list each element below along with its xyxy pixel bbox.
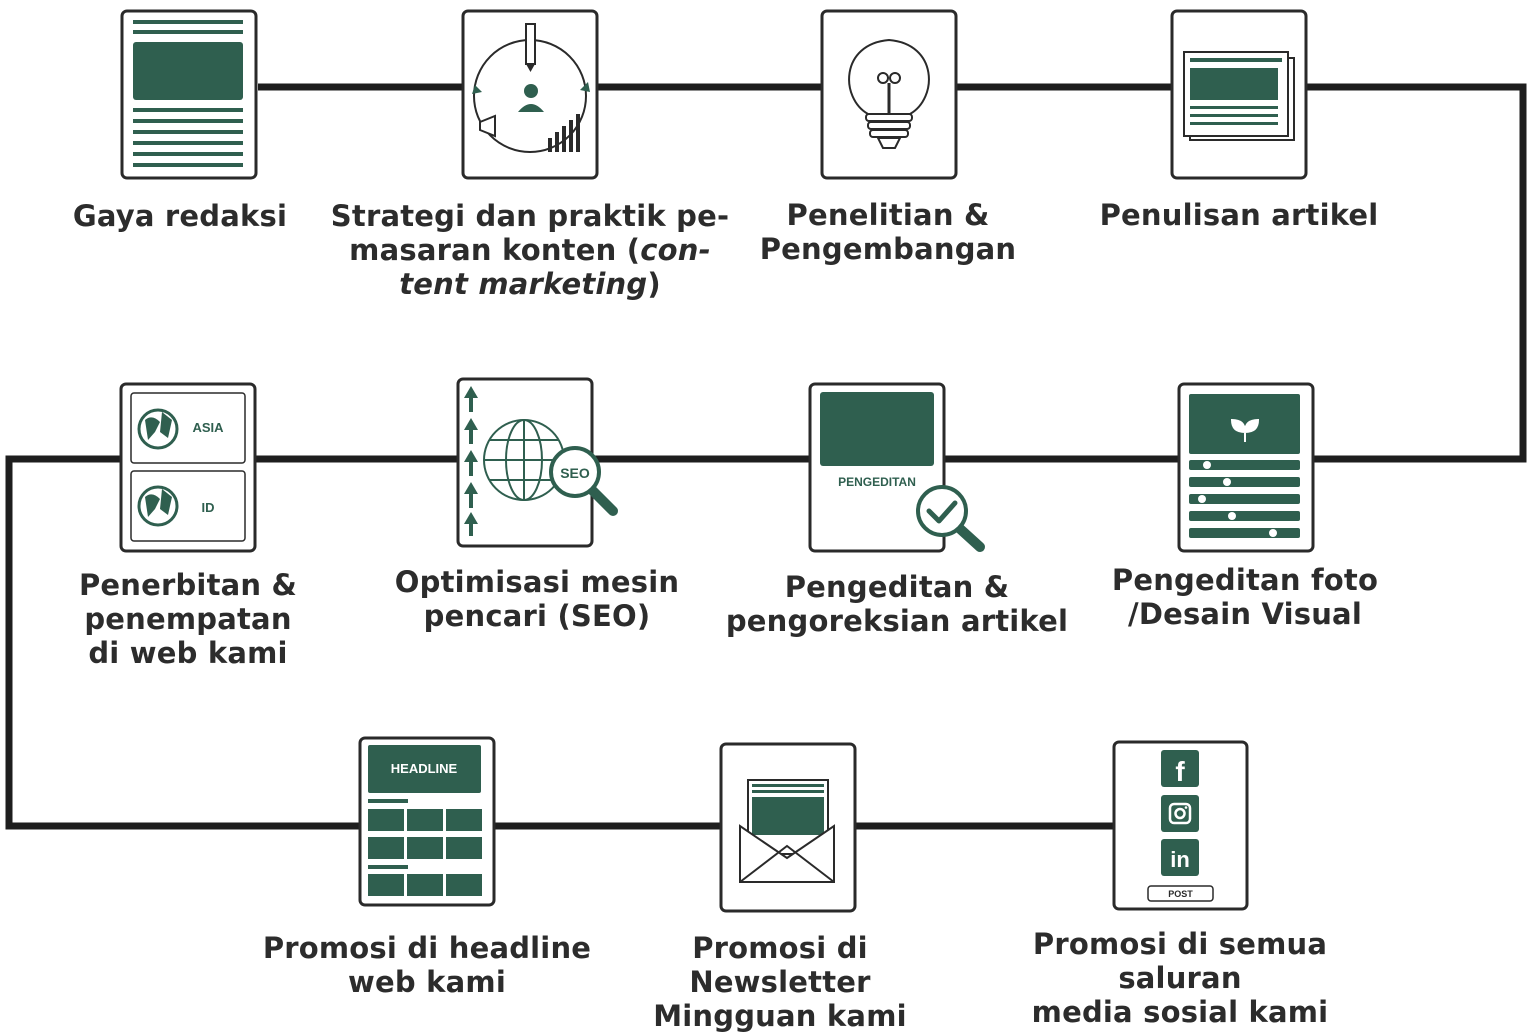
badge-id: ID xyxy=(202,500,215,515)
seo-globe-icon: SEO xyxy=(456,377,618,548)
step-label-promosi-sosial: Promosi di semua saluran media sosial ka… xyxy=(1031,927,1329,1029)
badge-seo: SEO xyxy=(560,465,590,481)
step-label-promosi-newsletter: Promosi di Newsletter Mingguan kami xyxy=(653,931,907,1033)
step-label-promosi-headline: Promosi di headline web kami xyxy=(262,931,592,999)
lightbulb-icon xyxy=(820,9,958,180)
newsletter-envelope-icon xyxy=(719,742,857,913)
instagram-icon xyxy=(1168,802,1192,825)
step-label-seo: Optimisasi mesin pencari (SEO) xyxy=(394,565,680,633)
badge-pengeditan: PENGEDITAN xyxy=(838,475,916,489)
photo-design-icon xyxy=(1177,382,1315,553)
badge-post: POST xyxy=(1168,889,1193,899)
step-label-penelitian: Penelitian & Pengembangan xyxy=(759,198,1017,266)
newspaper-layout-icon xyxy=(120,9,258,180)
badge-asia: ASIA xyxy=(192,420,224,435)
editing-check-icon: PENGEDITAN xyxy=(808,382,985,553)
step-label-penulisan: Penulisan artikel xyxy=(1099,198,1379,232)
headline-grid-icon: HEADLINE xyxy=(358,736,496,907)
step-label-penerbitan: Penerbitan & penempatan di web kami xyxy=(78,568,298,670)
step-label-gaya-redaksi: Gaya redaksi xyxy=(72,199,288,233)
facebook-icon: f xyxy=(1175,756,1185,787)
linkedin-icon: in xyxy=(1170,847,1190,872)
workflow-diagram: ASIA ID SEO PENGEDITAN xyxy=(5,9,1527,913)
connector-line xyxy=(5,83,1527,830)
badge-headline: HEADLINE xyxy=(391,761,458,776)
social-media-icon: f in POST xyxy=(1112,740,1249,911)
article-stack-icon xyxy=(1170,9,1308,180)
step-label-pengeditan-foto: Pengeditan foto /Desain Visual xyxy=(1111,563,1379,631)
step-label-strategi-konten: Strategi dan praktik pe- masaran konten … xyxy=(330,199,730,301)
step-label-pengeditan-artikel: Pengeditan & pengoreksian artikel xyxy=(725,570,1069,638)
content-marketing-cycle-icon xyxy=(461,9,599,180)
publish-regions-icon: ASIA ID xyxy=(119,382,257,553)
